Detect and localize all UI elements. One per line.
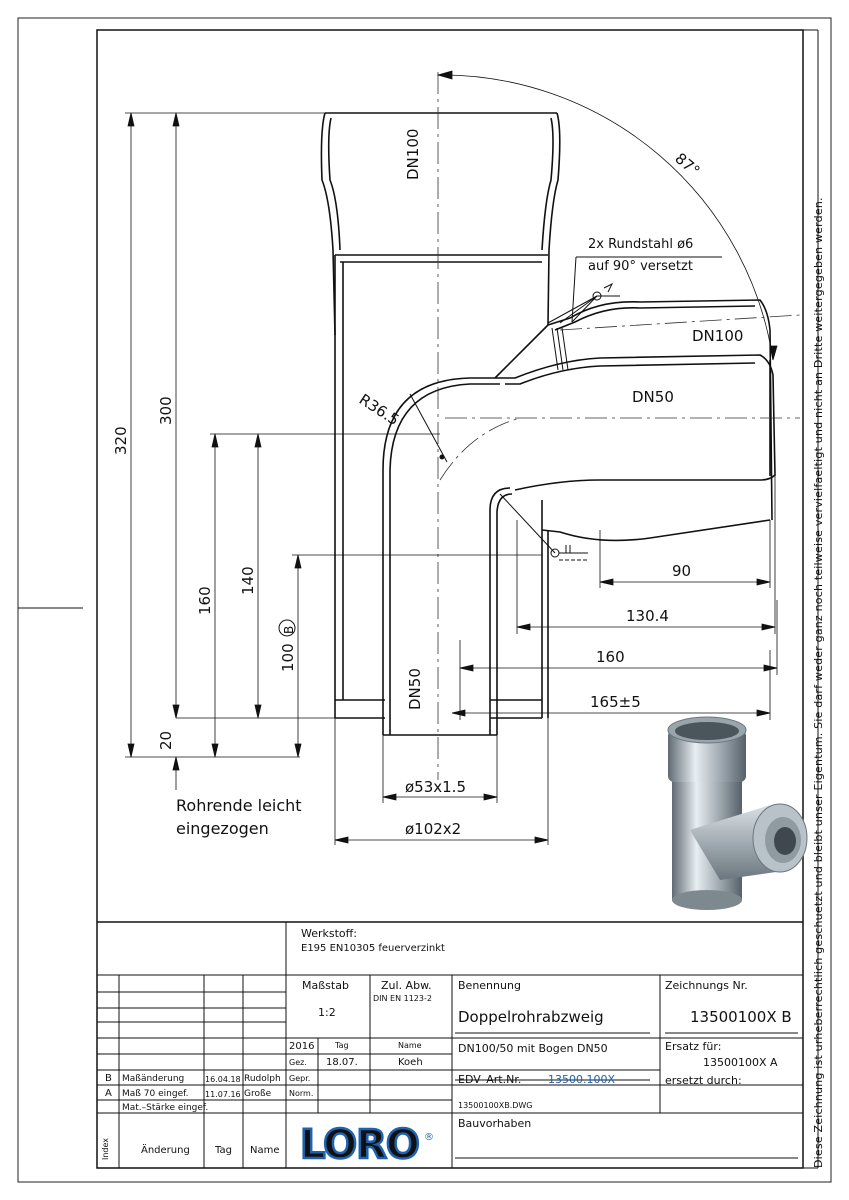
- name-value: Doppelrohrabzweig: [458, 1008, 604, 1026]
- weld-symbol: [409, 393, 588, 561]
- svg-text:®: ®: [424, 1132, 434, 1143]
- dim-300: 300: [157, 396, 175, 425]
- rev-header-index: Index: [101, 1137, 110, 1160]
- replaced-by-label: ersetzt durch:: [665, 1074, 742, 1087]
- rev-0-change: Mat.–Stärke eingef.: [122, 1103, 209, 1113]
- dim-20: 20: [157, 731, 175, 750]
- scale-value: 1:2: [318, 1006, 336, 1019]
- dim-160-horizontal: 160: [596, 648, 625, 666]
- drawn-name: Koeh: [398, 1057, 423, 1068]
- bend-dn50: [382, 354, 776, 736]
- replaces-value: 13500100X A: [703, 1056, 778, 1069]
- centerlines: [437, 72, 801, 780]
- label-radius: R36.5: [356, 390, 403, 429]
- norm-label: Norm.: [289, 1089, 314, 1098]
- description-value: DN100/50 mit Bogen DN50: [458, 1042, 608, 1055]
- rev-b-day: 16.04.18: [205, 1075, 241, 1084]
- drawing-no-value: 13500100X B: [690, 1008, 792, 1026]
- svg-text:LORO: LORO: [300, 1122, 419, 1168]
- year: 2016: [289, 1041, 315, 1052]
- product-render-3d: [667, 716, 808, 910]
- rev-b-name: Rudolph: [244, 1074, 281, 1084]
- scale-label: Maßstab: [302, 979, 349, 992]
- label-dn50-branch: DN50: [632, 388, 674, 406]
- tolerance-value: DIN EN 1123-2: [373, 994, 432, 1003]
- label-angle: 87°: [671, 149, 703, 180]
- copyright-note: Diese Zeichnung ist urheberrechtlich ges…: [812, 197, 825, 1168]
- name-label: Benennung: [458, 979, 521, 992]
- label-dn100-main: DN100: [404, 129, 422, 180]
- replaces-label: Ersatz für:: [665, 1040, 722, 1053]
- material-value: E195 EN10305 feuerverzinkt: [301, 943, 445, 954]
- note-pipe-end-1: Rohrende leicht: [176, 796, 302, 815]
- material-label: Werkstoff:: [301, 927, 357, 940]
- dim-160-vertical: 160: [196, 586, 214, 615]
- tolerance-label: Zul. Abw.: [381, 979, 432, 992]
- drawn-date: 18.07.: [326, 1057, 358, 1068]
- rev-header-day: Tag: [215, 1145, 232, 1156]
- dim-320: 320: [112, 426, 130, 455]
- rev-a-day: 11.07.16: [205, 1090, 241, 1099]
- label-dn50-bottom: DN50: [406, 668, 424, 710]
- rev-header-name: Name: [250, 1145, 280, 1156]
- dim-165: 165±5: [590, 693, 641, 711]
- note-pipe-end-2: eingezogen: [176, 819, 269, 838]
- dim-100: 100: [279, 643, 297, 672]
- edv-value: 13500.100X: [548, 1073, 616, 1086]
- dimension-lines: [125, 70, 778, 845]
- drawn-label: Gez.: [289, 1058, 307, 1067]
- dim-140: 140: [239, 566, 257, 595]
- main-pipe: [320, 112, 561, 719]
- rev-a-name: Große: [244, 1089, 272, 1099]
- rev-b-index: B: [105, 1073, 112, 1084]
- name-column-label: Name: [398, 1041, 422, 1050]
- rev-a-change: Maß 70 eingef.: [122, 1089, 189, 1099]
- day-label: Tag: [335, 1041, 349, 1050]
- title-block-grid: [97, 921, 803, 1168]
- loro-logo: LORO ®: [299, 1121, 434, 1170]
- dim-diameter-102: ø102x2: [405, 820, 461, 838]
- project-label: Bauvorhaben: [458, 1117, 532, 1130]
- dim-100-mark: B: [282, 626, 296, 634]
- label-rebar-2: auf 90° versetzt: [588, 259, 693, 274]
- rev-a-index: A: [105, 1088, 112, 1099]
- file-name: 13500100XB.DWG: [458, 1101, 533, 1110]
- label-dn100-branch: DN100: [692, 327, 743, 345]
- checked-label: Gepr.: [289, 1074, 311, 1083]
- rev-b-change: Maßänderung: [122, 1074, 185, 1084]
- rebar: [547, 256, 722, 371]
- drawing-no-label: Zeichnungs Nr.: [665, 979, 748, 992]
- dim-90: 90: [672, 562, 691, 580]
- dim-diameter-53: ø53x1.5: [405, 778, 466, 796]
- label-rebar-1: 2x Rundstahl ø6: [588, 237, 693, 252]
- edv-label: EDV–Art.Nr.: [458, 1073, 522, 1086]
- rev-header-change: Änderung: [141, 1145, 190, 1156]
- dim-130-4: 130.4: [626, 607, 669, 625]
